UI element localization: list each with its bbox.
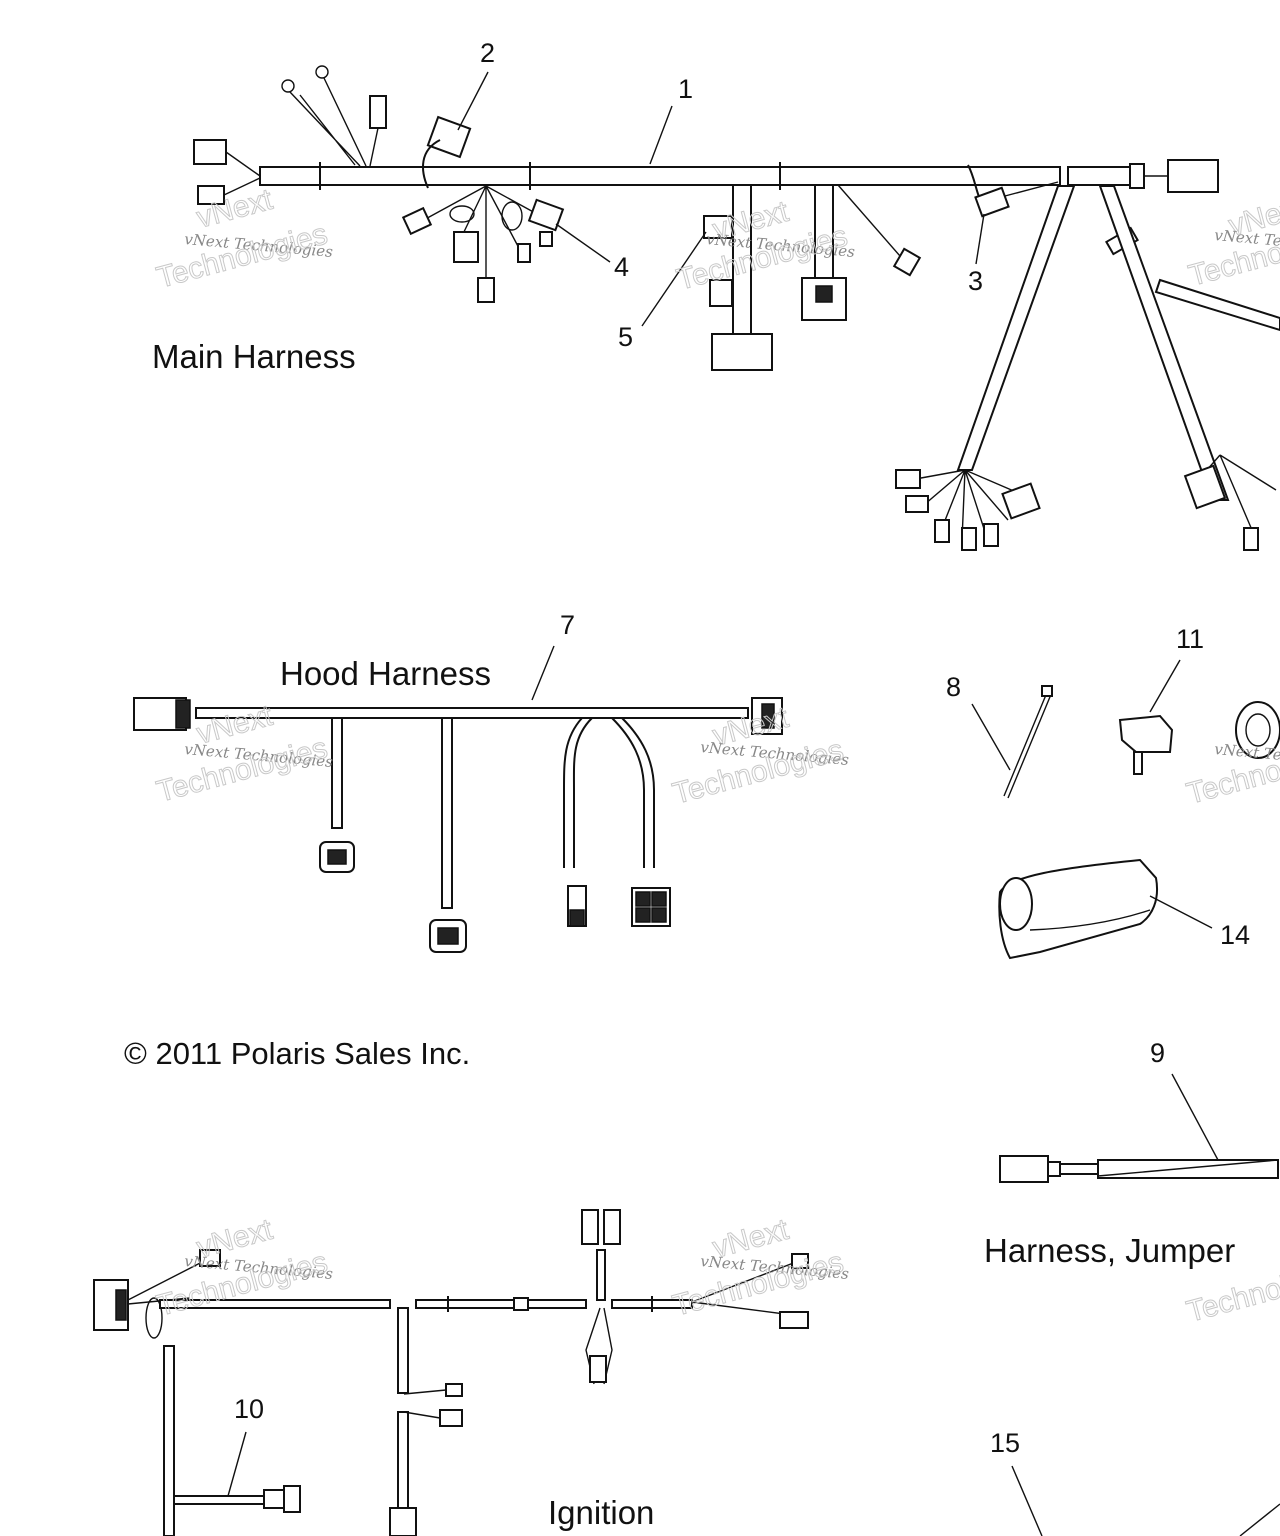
label-part-1: 1 [678,74,693,104]
hood-harness-drawing [133,645,783,953]
label-part-2: 2 [480,38,495,68]
watermark-2: vNext vNext Technologies Technologies [673,194,856,297]
label-part-11: 11 [1176,624,1204,654]
label-part-7: 7 [560,610,575,640]
section-title-ignition: Ignition [548,1494,654,1531]
copyright-notice: © 2011 Polaris Sales Inc. [124,1036,470,1071]
main-harness-drawing [193,65,1280,551]
label-part-14: 14 [1220,920,1250,950]
label-part-8: 8 [946,672,961,702]
section-title-hood-harness: Hood Harness [280,655,491,692]
watermark-1: vNext vNext Technologies Technologies [153,182,334,295]
label-part-15: 15 [990,1428,1020,1458]
ignition-harness-drawing [93,1209,809,1536]
watermark-text-big: Technologies [153,732,331,809]
section-title-jumper-harness: Harness, Jumper [984,1232,1235,1269]
label-part-4: 4 [614,252,629,282]
main-harness-leaders [457,71,985,327]
section-title-main-harness: Main Harness [152,338,356,375]
watermark-3: vNext vNext Technologies Technologies [1185,190,1280,293]
watermark-8: vNext vNext Technologies Technologies [669,1212,850,1323]
label-part-3: 3 [968,266,983,296]
small-parts-drawing [971,659,1280,960]
watermark-text-big: Technologies [153,218,331,295]
part-15-drawing [1011,1465,1280,1536]
watermark-6: vNext Technologies Technologies [1183,733,1280,811]
label-part-9: 9 [1150,1038,1165,1068]
label-part-10: 10 [234,1394,264,1424]
label-part-5: 5 [618,322,633,352]
jumper-harness-drawing [999,1073,1279,1183]
